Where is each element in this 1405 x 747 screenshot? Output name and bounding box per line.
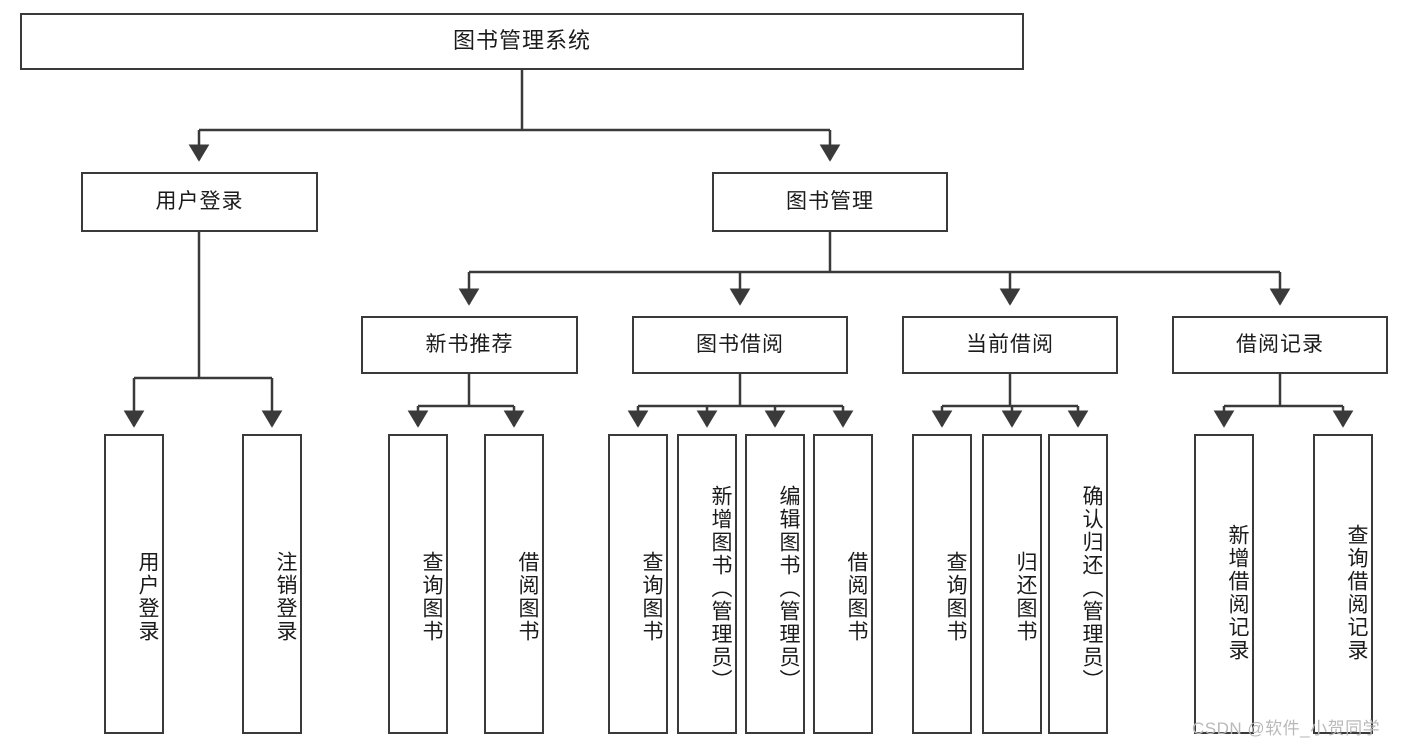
node-borrow-record-label: 借阅记录: [1236, 333, 1324, 357]
leaf-bookborrow-borrow[interactable]: 借阅图书: [813, 434, 873, 734]
leaf-currentborrow-confirm-label: 确认归还（管理员）: [1080, 484, 1103, 692]
watermark: CSDN @软件_小贺同学: [1192, 719, 1381, 738]
leaf-bookborrow-query[interactable]: 查询图书: [608, 434, 668, 734]
leaf-newbook-borrow-label: 借阅图书: [516, 551, 539, 643]
leaf-bookborrow-query-label: 查询图书: [640, 551, 663, 643]
node-current-borrow-label: 当前借阅: [966, 333, 1054, 357]
leaf-newbook-query[interactable]: 查询图书: [388, 434, 448, 734]
leaf-record-add-label: 新增借阅记录: [1226, 524, 1249, 662]
leaf-bookborrow-add[interactable]: 新增图书（管理员）: [677, 434, 737, 734]
node-user-login-label: 用户登录: [155, 190, 244, 214]
node-root-label: 图书管理系统: [452, 28, 591, 54]
leaf-user-login[interactable]: 用户登录: [104, 434, 164, 734]
node-book-borrow[interactable]: 图书借阅: [632, 316, 848, 374]
node-book-borrow-label: 图书借阅: [696, 333, 784, 357]
node-borrow-record[interactable]: 借阅记录: [1172, 316, 1388, 374]
leaf-record-add[interactable]: 新增借阅记录: [1194, 434, 1254, 734]
node-current-borrow[interactable]: 当前借阅: [902, 316, 1118, 374]
leaf-currentborrow-return-label: 归还图书: [1014, 551, 1037, 643]
node-book-management-label: 图书管理: [786, 190, 874, 214]
node-new-book-recommend[interactable]: 新书推荐: [361, 316, 578, 374]
leaf-user-logout[interactable]: 注销登录: [242, 434, 302, 734]
leaf-newbook-query-label: 查询图书: [420, 551, 443, 643]
node-book-management[interactable]: 图书管理: [712, 172, 948, 232]
leaf-bookborrow-edit[interactable]: 编辑图书（管理员）: [745, 434, 805, 734]
leaf-currentborrow-query[interactable]: 查询图书: [912, 434, 972, 734]
leaf-newbook-borrow[interactable]: 借阅图书: [484, 434, 544, 734]
leaf-bookborrow-borrow-label: 借阅图书: [845, 551, 868, 643]
leaf-user-logout-label: 注销登录: [274, 551, 297, 643]
node-root[interactable]: 图书管理系统: [20, 13, 1024, 70]
leaf-record-query-label: 查询借阅记录: [1345, 524, 1368, 662]
leaf-bookborrow-edit-label: 编辑图书（管理员）: [777, 484, 800, 692]
leaf-currentborrow-query-label: 查询图书: [944, 551, 967, 643]
leaf-bookborrow-add-label: 新增图书（管理员）: [709, 484, 732, 692]
node-new-book-recommend-label: 新书推荐: [425, 333, 514, 357]
node-user-login[interactable]: 用户登录: [81, 172, 318, 232]
leaf-user-login-label: 用户登录: [136, 551, 159, 643]
leaf-record-query[interactable]: 查询借阅记录: [1313, 434, 1373, 734]
leaf-currentborrow-confirm[interactable]: 确认归还（管理员）: [1048, 434, 1108, 734]
leaf-currentborrow-return[interactable]: 归还图书: [982, 434, 1042, 734]
